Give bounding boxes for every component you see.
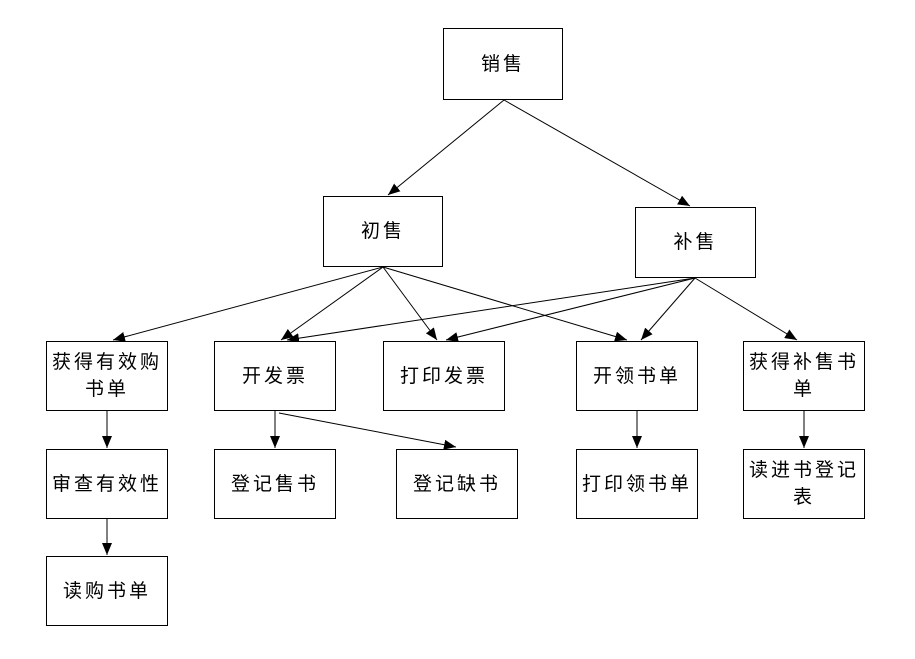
- node-get-supplement-list: 获得补售书 单: [743, 341, 865, 411]
- arrow-supplementary-sale-to-issue-invoice: [286, 277, 696, 344]
- node-print-pickup-list: 打印领书单: [576, 449, 698, 519]
- node-read-register: 读进书登记 表: [743, 449, 865, 519]
- node-sales: 销售: [443, 28, 563, 100]
- node-read-order: 读购书单: [46, 556, 168, 626]
- node-issue-invoice: 开发票: [214, 341, 336, 411]
- arrow-initial-sale-to-print-invoice: [382, 266, 438, 341]
- node-register-missing: 登记缺书: [396, 449, 518, 519]
- node-issue-pickup-list: 开领书单: [576, 341, 698, 411]
- node-get-valid-order: 获得有效购 书单: [46, 341, 168, 411]
- node-review-validity: 审查有效性: [46, 449, 168, 519]
- arrow-initial-sale-to-issue-pickup-list: [382, 266, 628, 342]
- arrow-initial-sale-to-get-valid-order: [112, 266, 384, 342]
- arrow-issue-invoice-to-register-missing: [278, 412, 457, 450]
- arrow-supplementary-sale-to-get-supplement-list: [694, 277, 798, 341]
- node-print-invoice: 打印发票: [383, 341, 505, 411]
- arrow-sales-to-initial-sale: [387, 99, 505, 196]
- arrow-supplementary-sale-to-print-invoice: [445, 277, 696, 342]
- node-supplementary-sale: 补售: [635, 207, 756, 278]
- node-initial-sale: 初售: [323, 196, 443, 267]
- arrow-sales-to-supplementary-sale: [503, 99, 691, 207]
- node-register-sold: 登记售书: [214, 449, 336, 519]
- arrow-supplementary-sale-to-issue-pickup-list: [640, 277, 696, 341]
- arrow-initial-sale-to-issue-invoice: [280, 266, 384, 341]
